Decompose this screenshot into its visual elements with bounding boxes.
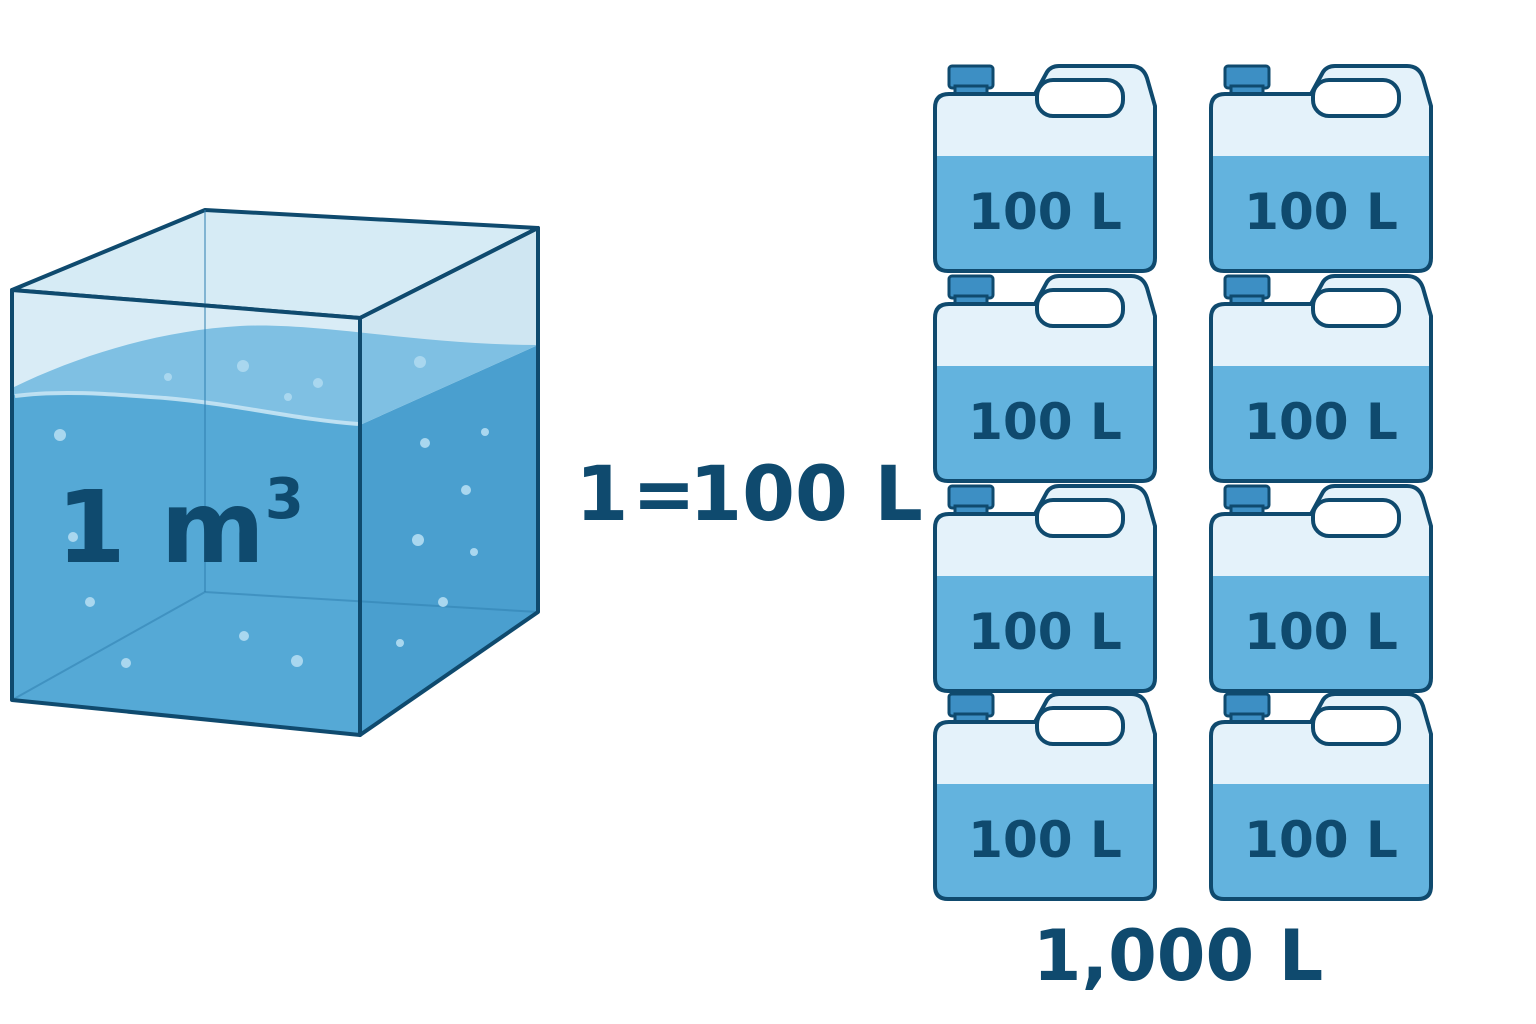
equation-right: 100 L	[689, 449, 923, 538]
cube-label-exponent: 3	[265, 467, 304, 532]
jug-grid: 100 L 100 L 100 L 100 L 100 L 100 L 100 L 100 L	[933, 64, 1433, 901]
jug-handle	[1035, 78, 1125, 118]
jug-water-fill	[1211, 156, 1431, 271]
jug-label: 100 L	[1244, 811, 1398, 869]
jug-label: 100 L	[968, 393, 1122, 451]
water-surface-highlight	[14, 390, 359, 426]
jug-handle	[1311, 288, 1401, 328]
jug-water-fill	[935, 366, 1155, 481]
jug-outline	[933, 64, 1157, 273]
jug-outline	[1209, 274, 1433, 483]
water-jug-icon: 100 L	[1209, 64, 1433, 273]
jug-label: 100 L	[1244, 183, 1398, 241]
jug-outline	[933, 274, 1157, 483]
equation-left: 1	[576, 449, 629, 538]
water-jug-icon: 100 L	[933, 484, 1157, 693]
water-cube-icon: 1 m3	[10, 208, 540, 737]
jug-handle	[1035, 288, 1125, 328]
jug-label: 100 L	[968, 603, 1122, 661]
jug-handle	[1311, 498, 1401, 538]
jug-handle	[1035, 706, 1125, 746]
jug-outline	[1209, 484, 1433, 693]
cube-front-face-water	[12, 393, 360, 735]
jug-outline	[1209, 692, 1433, 901]
jug-water-fill	[935, 784, 1155, 899]
cube-label: 1 m3	[56, 467, 304, 586]
water-jug-icon: 100 L	[933, 64, 1157, 273]
equation-operator: =	[632, 449, 696, 538]
jug-label: 100 L	[968, 811, 1122, 869]
cube-right-face-water	[360, 345, 538, 735]
jug-water-fill	[1211, 366, 1431, 481]
water-jug-icon: 100 L	[933, 692, 1157, 901]
jug-handle	[1311, 706, 1401, 746]
water-jug-icon: 100 L	[1209, 274, 1433, 483]
bubbles	[54, 356, 489, 668]
jug-outline	[933, 692, 1157, 901]
water-jug-icon: 100 L	[933, 274, 1157, 483]
jug-label: 100 L	[1244, 393, 1398, 451]
jug-handle	[1311, 78, 1401, 118]
jug-water-fill	[1211, 784, 1431, 899]
jug-handle	[1035, 498, 1125, 538]
jug-water-fill	[935, 156, 1155, 271]
water-jug-icon: 100 L	[1209, 692, 1433, 901]
total-label: 1,000 L	[1033, 915, 1323, 997]
jug-outline	[1209, 64, 1433, 273]
water-jug-icon: 100 L	[1209, 484, 1433, 693]
equation: 1 = 100 L	[576, 449, 923, 538]
jug-outline	[933, 484, 1157, 693]
cube-label-main: 1 m	[56, 469, 265, 586]
jug-label: 100 L	[968, 183, 1122, 241]
water-surface	[12, 325, 538, 425]
jug-water-fill	[935, 576, 1155, 691]
cube-right-outline	[358, 226, 540, 737]
jug-water-fill	[1211, 576, 1431, 691]
jug-label: 100 L	[1244, 603, 1398, 661]
